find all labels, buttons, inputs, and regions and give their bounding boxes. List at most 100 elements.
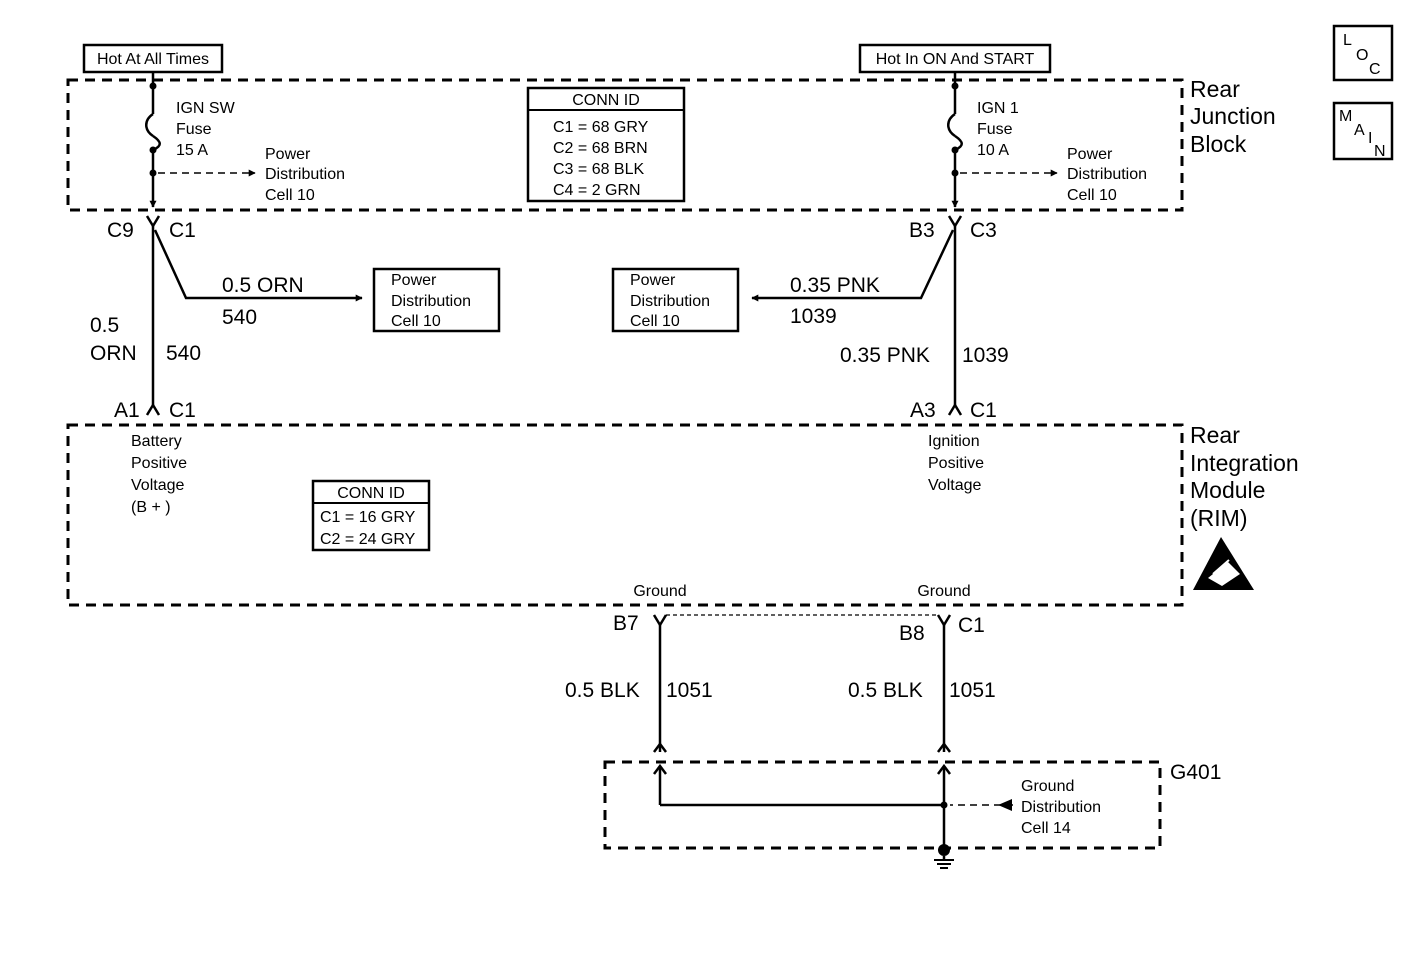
- loc-letter-l: L: [1343, 32, 1352, 49]
- pin-label: C9: [107, 219, 134, 242]
- junction-conn-row: C2 = 68 BRN: [553, 140, 648, 157]
- power-distribution-ref: Power: [265, 146, 311, 163]
- pin-label: B8: [899, 622, 925, 645]
- wire-gauge: 0.5: [90, 314, 119, 337]
- svg-text:(RIM): (RIM): [1190, 505, 1247, 531]
- main-icon[interactable]: M A I N: [1332, 101, 1394, 161]
- svg-text:Cell 14: Cell 14: [1021, 820, 1071, 837]
- rim-name: Rear Integration Module (RIM): [1190, 422, 1299, 531]
- ground-symbol-icon: [934, 844, 954, 869]
- svg-text:Integration: Integration: [1190, 450, 1299, 476]
- esd-sensitive-icon: [1193, 537, 1254, 590]
- ignition-positive-voltage-input: Ignition Positive Voltage: [928, 433, 984, 494]
- main-letter-a: A: [1354, 122, 1365, 139]
- wire-color: ORN: [90, 342, 137, 365]
- wire-gauge-color: 0.5 ORN: [222, 274, 304, 297]
- svg-text:Block: Block: [1190, 131, 1247, 157]
- circuit-1051-right: 0.5 BLK 1051: [848, 625, 996, 753]
- svg-text:Rear: Rear: [1190, 76, 1240, 102]
- power-distribution-ref: Distribution: [265, 166, 345, 183]
- svg-text:Ignition: Ignition: [928, 433, 980, 450]
- wire-circuit-number: 1039: [962, 344, 1009, 367]
- power-distribution-ref: Distribution: [1067, 166, 1147, 183]
- svg-text:Distribution: Distribution: [1021, 799, 1101, 816]
- wire-circuit-number: 540: [222, 306, 257, 329]
- circuit-540-wiring: 0.5 ORN 540 0.5 ORN 540: [90, 226, 363, 405]
- g401-ground-wiring: [653, 763, 1013, 848]
- circuit-1051-left: 0.5 BLK 1051: [565, 625, 713, 753]
- svg-text:(B + ): (B + ): [131, 499, 171, 516]
- ign-sw-fuse-label: Fuse: [176, 121, 212, 138]
- ign-1-fuse-label: IGN 1: [977, 100, 1019, 117]
- svg-text:Voltage: Voltage: [928, 477, 981, 494]
- pin-label: A3: [910, 399, 936, 422]
- pin-label: B3: [909, 219, 935, 242]
- connector-label: C1: [169, 219, 196, 242]
- rear-junction-block-outline: [66, 78, 1184, 212]
- power-distribution-cell-10-box[interactable]: Power Distribution Cell 10: [372, 267, 501, 333]
- rim-conn-row: C1 = 16 GRY: [320, 509, 416, 526]
- battery-positive-voltage-input: Battery Positive Voltage (B + ): [131, 433, 187, 516]
- loc-icon[interactable]: L O C: [1332, 24, 1394, 82]
- junction-conn-id-table: CONN ID C1 = 68 GRY C2 = 68 BRN C3 = 68 …: [526, 86, 686, 203]
- svg-text:Hot In ON And START: Hot In ON And START: [876, 51, 1035, 68]
- svg-text:Module: Module: [1190, 477, 1265, 503]
- junction-conn-row: C3 = 68 BLK: [553, 161, 645, 178]
- rim-conn-id-table: CONN ID C1 = 16 GRY C2 = 24 GRY: [311, 479, 431, 552]
- svg-text:Ground: Ground: [1021, 778, 1074, 795]
- ign-sw-fuse-rating: 15 A: [176, 142, 208, 159]
- ign-1-fuse: IGN 1 Fuse 10 A Power Distribution Cell …: [947, 80, 1147, 208]
- connector-a3-c1: A3 C1: [910, 399, 997, 422]
- circuit-1039-wiring: 0.35 PNK 1039 0.35 PNK 1039: [751, 226, 1009, 405]
- power-distribution-ref: Power: [1067, 146, 1113, 163]
- svg-text:Positive: Positive: [131, 455, 187, 472]
- connector-label: C3: [970, 219, 997, 242]
- wire-circuit-number: 1039: [790, 305, 837, 328]
- wire-circuit-number: 540: [166, 342, 201, 365]
- svg-text:Cell 10: Cell 10: [391, 313, 441, 330]
- wire-circuit-number: 1051: [666, 679, 713, 702]
- g401-ground-block-outline: [603, 760, 1162, 850]
- connector-b8-c1: B8 C1: [899, 614, 985, 645]
- wire-gauge-color: 0.35 PNK: [840, 344, 930, 367]
- power-distribution-ref: Cell 10: [265, 187, 315, 204]
- rim-conn-row: C2 = 24 GRY: [320, 531, 416, 548]
- svg-text:Rear: Rear: [1190, 422, 1240, 448]
- svg-text:Junction: Junction: [1190, 103, 1276, 129]
- ground-distribution-ref[interactable]: Ground Distribution Cell 14: [1021, 778, 1101, 837]
- wire-gauge-color: 0.5 BLK: [848, 679, 923, 702]
- junction-conn-row: C1 = 68 GRY: [553, 119, 649, 136]
- g401-label: G401: [1170, 761, 1221, 784]
- svg-text:Positive: Positive: [928, 455, 984, 472]
- svg-text:Voltage: Voltage: [131, 477, 184, 494]
- connector-label: C1: [970, 399, 997, 422]
- connector-label: C1: [169, 399, 196, 422]
- ground-label: Ground: [633, 583, 686, 600]
- ign-1-fuse-label: Fuse: [977, 121, 1013, 138]
- svg-text:Power: Power: [630, 272, 676, 289]
- loc-letter-c: C: [1369, 61, 1381, 78]
- svg-text:Cell 10: Cell 10: [630, 313, 680, 330]
- main-letter-m: M: [1339, 108, 1352, 125]
- wire-gauge-color: 0.5 BLK: [565, 679, 640, 702]
- connector-b7: B7: [613, 612, 668, 635]
- power-distribution-cell-10-box[interactable]: Power Distribution Cell 10: [611, 267, 740, 333]
- hot-in-on-and-start-label: Hot In ON And START: [858, 43, 1052, 74]
- svg-text:Battery: Battery: [131, 433, 182, 450]
- wire-gauge-color: 0.35 PNK: [790, 274, 880, 297]
- junction-conn-id-title: CONN ID: [572, 92, 640, 109]
- svg-text:Distribution: Distribution: [391, 293, 471, 310]
- wire-circuit-number: 1051: [949, 679, 996, 702]
- pin-label: B7: [613, 612, 639, 635]
- rim-conn-id-title: CONN ID: [337, 485, 405, 502]
- hot-at-all-times-label: Hot At All Times: [82, 43, 224, 74]
- main-letter-i: I: [1368, 130, 1372, 147]
- ign-1-fuse-rating: 10 A: [977, 142, 1009, 159]
- loc-letter-o: O: [1356, 47, 1368, 64]
- ign-sw-fuse: IGN SW Fuse 15 A Power Distribution Cell…: [145, 80, 345, 208]
- connector-c9-c1: C9 C1: [107, 215, 196, 242]
- main-letter-n: N: [1374, 143, 1386, 160]
- svg-text:Distribution: Distribution: [630, 293, 710, 310]
- pin-label: A1: [114, 399, 140, 422]
